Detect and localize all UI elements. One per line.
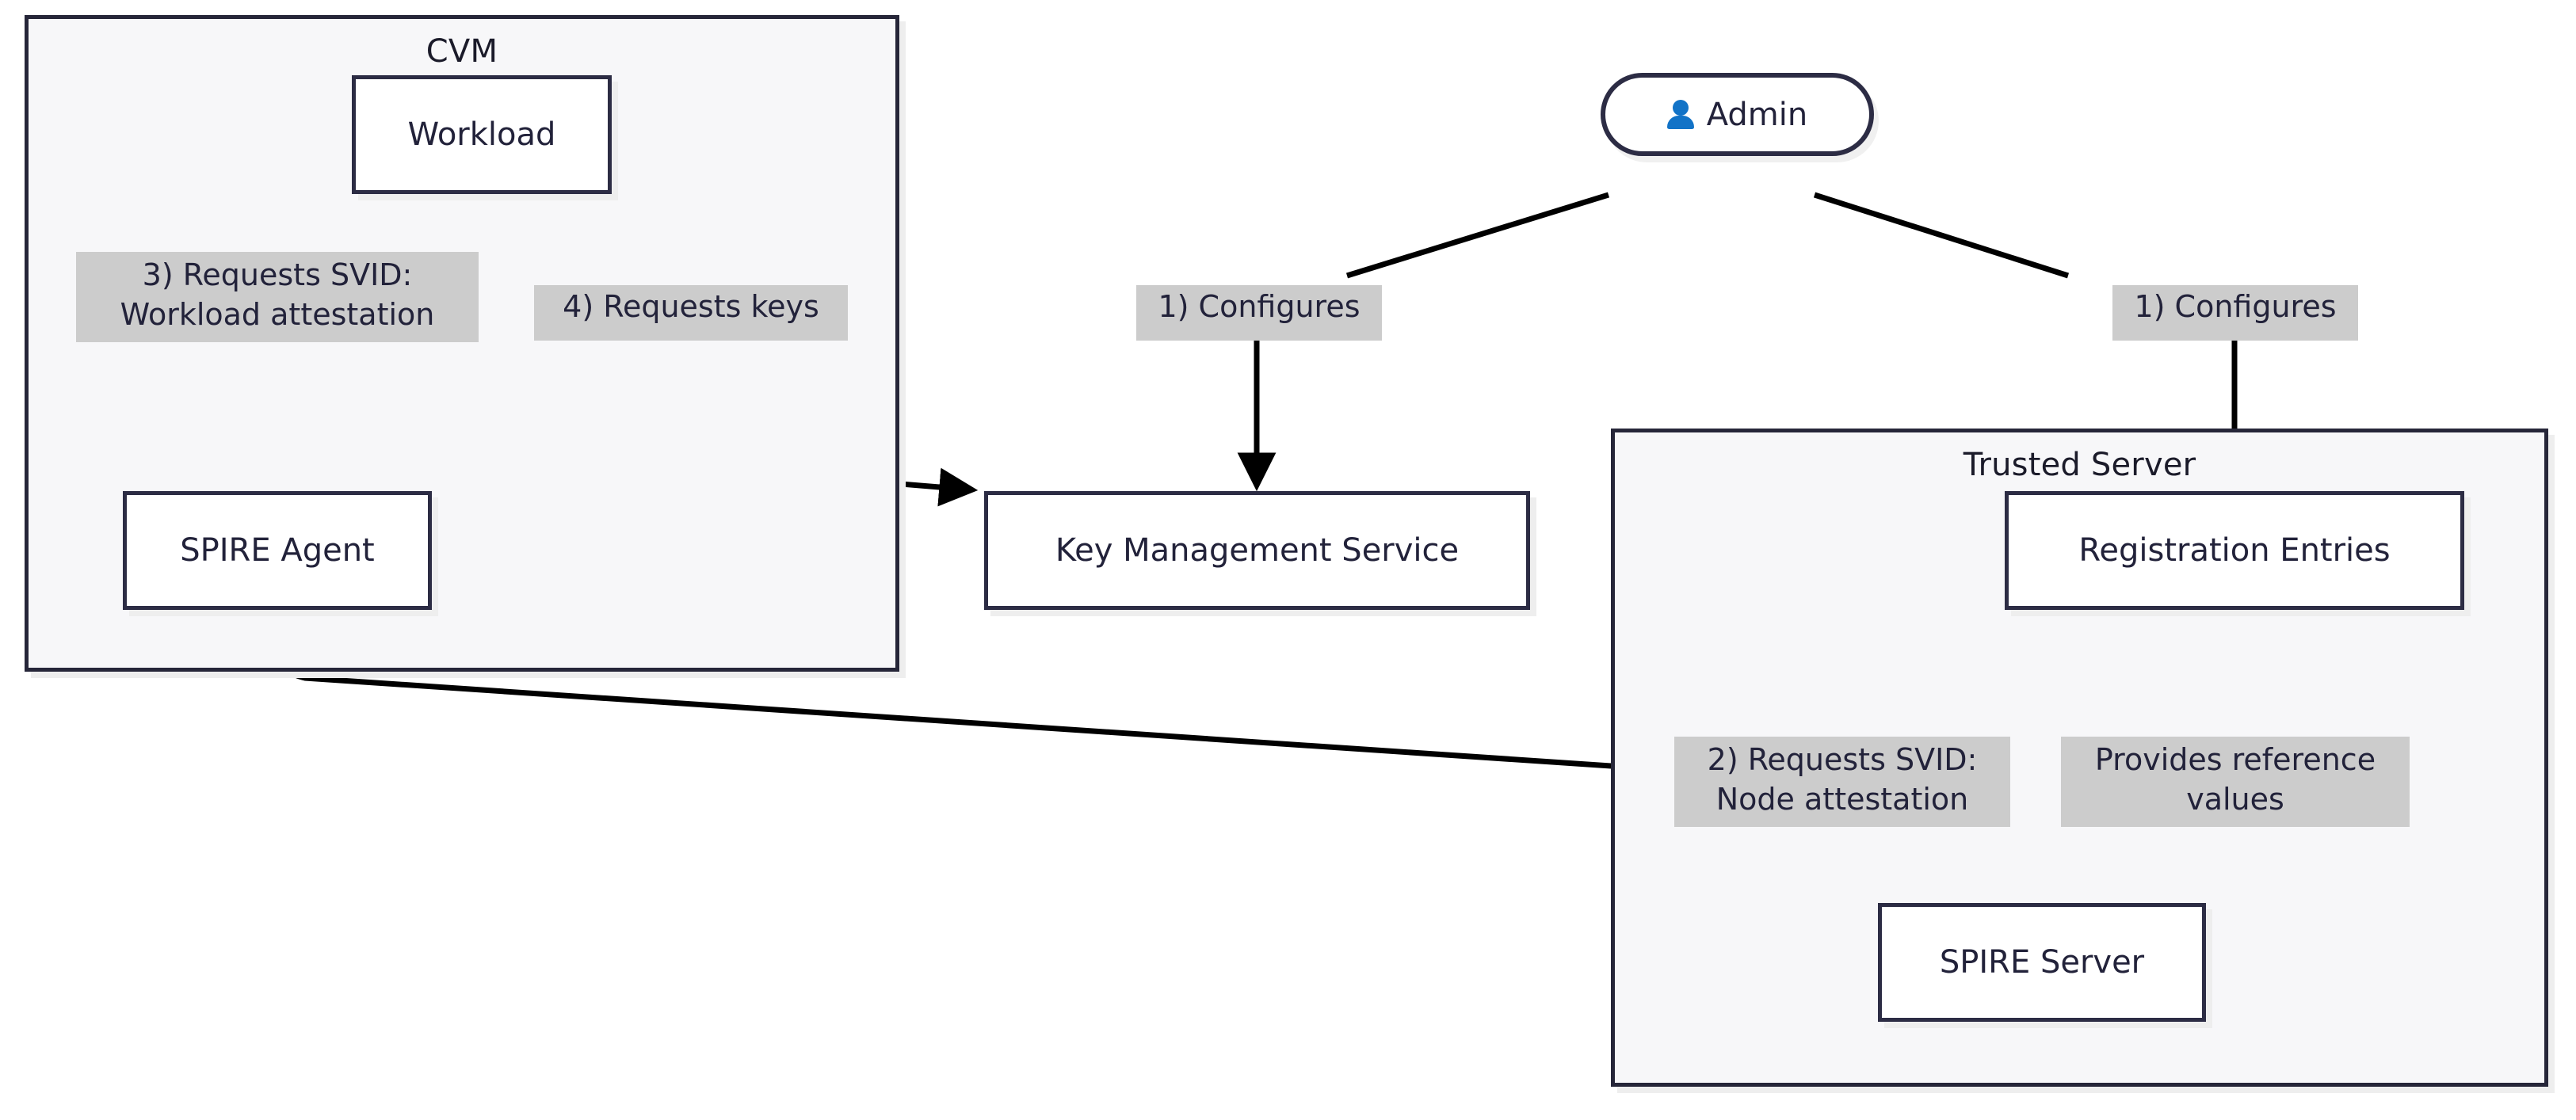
node-spire-server-label: SPIRE Server bbox=[1939, 944, 2145, 981]
person-icon bbox=[1666, 99, 1694, 130]
edge-label-workload-to-agent: 3) Requests SVID: Workload attestation bbox=[76, 252, 479, 342]
edge-label-agent-to-server: 2) Requests SVID: Node attestation bbox=[1674, 737, 2010, 827]
node-registration-entries[interactable]: Registration Entries bbox=[2005, 491, 2464, 610]
node-workload[interactable]: Workload bbox=[352, 75, 612, 194]
edge-admin-to-kms-upper bbox=[1345, 192, 1610, 279]
edge-admin-to-entries-upper bbox=[1813, 192, 2070, 279]
cluster-cvm-title: CVM bbox=[426, 33, 498, 70]
edge-label-entries-to-server: Provides reference values bbox=[2061, 737, 2410, 827]
node-workload-label: Workload bbox=[407, 116, 556, 153]
edge-label-admin-to-kms: 1) Configures bbox=[1136, 285, 1382, 341]
node-admin-label: Admin bbox=[1706, 96, 1808, 133]
node-key-management-service[interactable]: Key Management Service bbox=[984, 491, 1530, 610]
node-spire-server[interactable]: SPIRE Server bbox=[1878, 903, 2206, 1022]
node-registration-entries-label: Registration Entries bbox=[2078, 532, 2391, 569]
node-spire-agent-label: SPIRE Agent bbox=[180, 532, 375, 569]
node-admin[interactable]: Admin bbox=[1601, 73, 1874, 156]
edge-label-admin-to-entries: 1) Configures bbox=[2112, 285, 2358, 341]
node-key-management-service-label: Key Management Service bbox=[1055, 532, 1460, 569]
node-spire-agent[interactable]: SPIRE Agent bbox=[123, 491, 432, 610]
cluster-trusted-server-title: Trusted Server bbox=[1963, 447, 2196, 483]
edge-label-workload-to-kms: 4) Requests keys bbox=[534, 285, 848, 341]
